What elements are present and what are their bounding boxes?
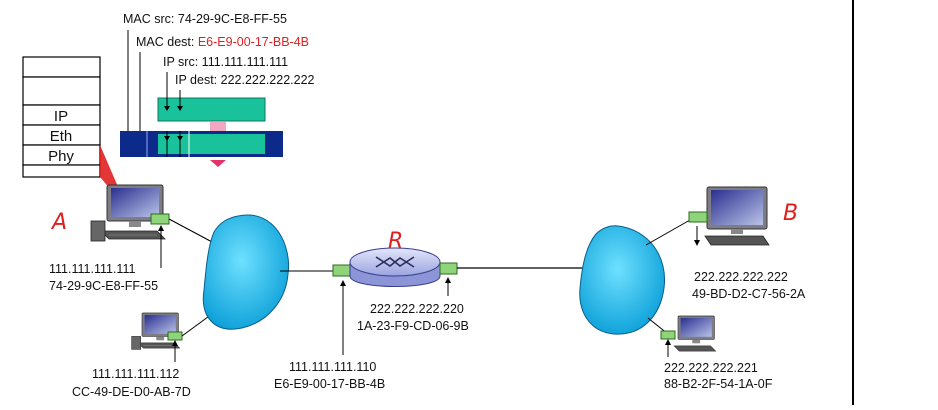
host-a-interface xyxy=(150,213,170,225)
frame-payload xyxy=(158,134,265,154)
host-b2-mac: 88-B2-2F-54-1A-0F xyxy=(664,377,773,391)
mac-src-label: MAC src: 74-29-9C-E8-FF-55 xyxy=(123,12,287,26)
ip-src-label: IP src: 111.111.111.111 xyxy=(163,55,288,69)
host-b2-ip: 222.222.222.221 xyxy=(664,361,758,375)
router-right-interface xyxy=(439,262,458,275)
router-left-interface xyxy=(332,264,351,277)
host-b-ip: 222.222.222.222 xyxy=(694,270,788,284)
stack-layer-phy: Phy xyxy=(48,148,74,165)
mac-dest-label: MAC dest: E6-E9-00-17-BB-4B xyxy=(136,35,309,49)
ip-dest-label: IP dest: 222.222.222.222 xyxy=(175,73,315,87)
host-a2-ip: 111.111.111.112 xyxy=(92,367,179,381)
router-icon xyxy=(349,247,441,287)
router-right-ip: 222.222.222.220 xyxy=(370,302,464,316)
host-b-mac: 49-BD-D2-C7-56-2A xyxy=(692,287,806,301)
host-b-computer-icon xyxy=(704,186,770,246)
protocol-stack: IP Eth Phy xyxy=(22,56,101,178)
encapsulation-arrow xyxy=(210,160,226,167)
router-left-mac: E6-E9-00-17-BB-4B xyxy=(274,377,385,391)
stack-layer-eth: Eth xyxy=(50,128,73,145)
host-b-interface xyxy=(688,211,708,223)
router-label: R xyxy=(388,229,403,254)
router-left-ip: 111.111.111.110 xyxy=(289,360,376,374)
host-b2-interface xyxy=(660,330,676,340)
ip-datagram xyxy=(157,97,266,122)
stack-layer-ip: IP xyxy=(54,108,68,125)
host-a2-computer-icon xyxy=(131,312,181,350)
host-a2-interface xyxy=(167,331,183,341)
subnet-right-cloud xyxy=(579,225,666,335)
host-b2-computer-icon xyxy=(673,315,717,352)
subnet-left-cloud xyxy=(202,214,290,330)
host-a2-mac: CC-49-DE-D0-AB-7D xyxy=(72,385,191,399)
host-a-computer-icon xyxy=(90,184,166,242)
host-a-ip: 111.111.111.111 xyxy=(49,262,135,276)
host-a-label: A xyxy=(50,210,67,235)
host-b-label: B xyxy=(783,201,798,226)
host-a-mac: 74-29-9C-E8-FF-55 xyxy=(49,279,158,293)
router-right-mac: 1A-23-F9-CD-06-9B xyxy=(357,319,469,333)
